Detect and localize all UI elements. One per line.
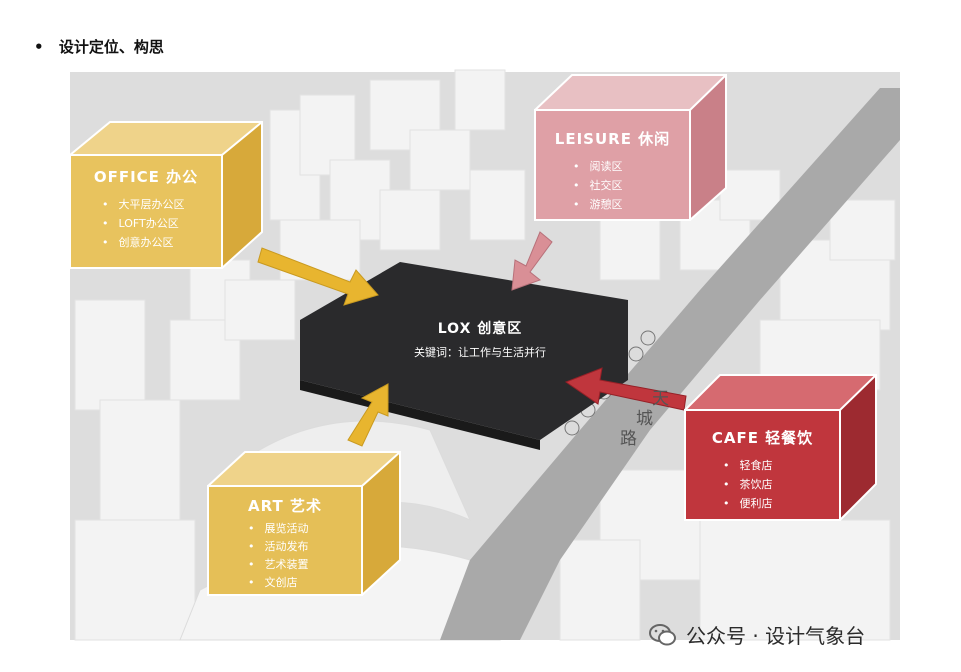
- art-title: ART 艺术: [248, 497, 322, 515]
- road-char-1: 天: [652, 389, 669, 409]
- road-char-2: 城: [636, 409, 653, 429]
- arrow-cafe: [564, 367, 687, 411]
- leisure-item: 社交区: [545, 176, 680, 195]
- cafe-item: 轻食店: [695, 456, 830, 475]
- leisure-label: LEISURE 休闲 阅读区 社交区 游憩区: [545, 128, 680, 214]
- heading-bullet: •: [34, 38, 44, 56]
- art-list: 展览活动 活动发布 艺术装置 文创店: [218, 520, 352, 592]
- cafe-item: 茶饮店: [695, 475, 830, 494]
- leisure-title: LEISURE 休闲: [554, 130, 671, 148]
- context-buildings: [74, 69, 896, 641]
- wechat-icon: [649, 623, 676, 645]
- cafe-label: CAFE 轻餐饮 轻食店 茶饮店 便利店: [695, 427, 830, 513]
- art-label: ART 艺术 展览活动 活动发布 艺术装置 文创店: [218, 495, 352, 592]
- art-item: 活动发布: [218, 538, 352, 556]
- core-keywords: 关键词：让工作与生活并行: [414, 346, 546, 359]
- road-char-3: 路: [620, 429, 637, 449]
- leisure-item: 阅读区: [545, 157, 680, 176]
- leisure-list: 阅读区 社交区 游憩区: [545, 157, 680, 214]
- core-title: LOX 创意区: [437, 321, 523, 337]
- wechat-watermark: 公众号 · 设计气象台: [648, 620, 865, 649]
- tiancheng-road: [440, 88, 900, 640]
- cafe-title: CAFE 轻餐饮: [711, 429, 814, 447]
- arrow-office: [257, 247, 379, 306]
- art-item: 艺术装置: [218, 556, 352, 574]
- art-item: 展览活动: [218, 520, 352, 538]
- heading-text: 设计定位、构思: [58, 38, 164, 56]
- office-title: OFFICE 办公: [93, 168, 199, 186]
- cafe-item: 便利店: [695, 494, 830, 513]
- core-label: LOX 创意区 关键词：让工作与生活并行: [370, 318, 590, 360]
- office-item: 大平层办公区: [80, 195, 212, 214]
- leisure-item: 游憩区: [545, 195, 680, 214]
- art-item: 文创店: [218, 574, 352, 592]
- office-list: 大平层办公区 LOFT办公区 创意办公区: [80, 195, 212, 252]
- arrow-art: [347, 383, 389, 447]
- arrow-leisure: [511, 231, 553, 291]
- office-label: OFFICE 办公 大平层办公区 LOFT办公区 创意办公区: [80, 166, 212, 252]
- office-item: LOFT办公区: [80, 214, 212, 233]
- office-item: 创意办公区: [80, 233, 212, 252]
- cafe-list: 轻食店 茶饮店 便利店: [695, 456, 830, 513]
- slide-heading: • 设计定位、构思: [34, 36, 164, 57]
- watermark-text: 公众号 · 设计气象台: [686, 624, 866, 648]
